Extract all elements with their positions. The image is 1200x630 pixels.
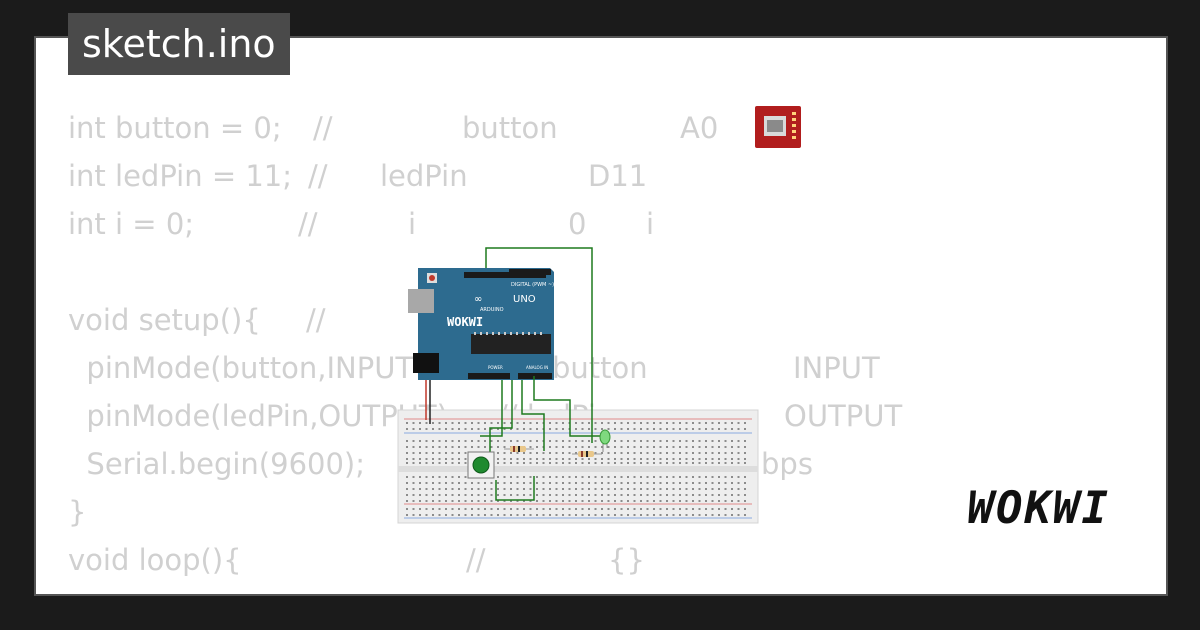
svg-text:DIGITAL (PWM ~): DIGITAL (PWM ~) [511,282,554,288]
circuit-diagram: DIGITAL (PWM ~) ∞ UNO ARDUINO WOKWI POWE… [397,106,801,524]
arduino-uno[interactable]: DIGITAL (PWM ~) ∞ UNO ARDUINO WOKWI POWE… [408,268,554,380]
pushbutton[interactable] [467,451,495,479]
sd-card-module[interactable] [755,106,801,148]
breadboard[interactable] [397,409,759,524]
preview-canvas: int button = 0; // button A0 int ledPin = 11… [34,36,1164,592]
code-token: 0 [568,207,587,241]
code-token: int i = 0; [68,207,195,241]
code-token: bps [761,447,813,481]
code-token: int button = 0; [68,111,282,145]
svg-text:ARDUINO: ARDUINO [480,307,504,313]
resistor-led[interactable] [572,451,602,457]
code-token: int ledPin = 11; [68,159,293,193]
code-token: button [462,111,558,145]
code-token: // [298,207,318,241]
code-token: // [308,159,328,193]
svg-text:POWER: POWER [488,365,503,370]
code-token: {} [608,543,645,577]
code-token: int reading=digitalRead(button); [68,584,559,592]
svg-text:ANALOG IN: ANALOG IN [526,365,548,370]
code-token: OUTPUT [784,399,903,433]
code-token: // [313,111,333,145]
file-tab[interactable]: sketch.ino [68,13,290,75]
code-token: } [68,495,87,529]
code-token: i [646,207,655,241]
resistor-button[interactable] [504,446,534,452]
wokwi-logo: WOKWI [967,483,1110,534]
code-token: ledPin [380,159,468,193]
code-token: // [306,303,326,337]
code-token: void loop(){ [68,543,242,577]
code-token: A0 [680,111,719,145]
code-token: D11 [588,159,648,193]
board-model-label: UNO [513,294,536,305]
wires [425,247,602,501]
code-token: // [466,543,486,577]
code-token: pinMode(ledPin,OUTPUT); [68,399,458,433]
code-token: button [552,351,648,385]
green-led[interactable] [599,429,611,452]
svg-text:WOKWI: WOKWI [447,315,483,329]
code-token: i [408,207,417,241]
code-token: void setup(){ [68,303,261,337]
svg-text:∞: ∞ [474,294,482,305]
code-token: Serial.begin(9600); [68,447,366,481]
code-token: INPUT [793,351,880,385]
code-token: pinMode(button,INPUT [68,351,414,385]
